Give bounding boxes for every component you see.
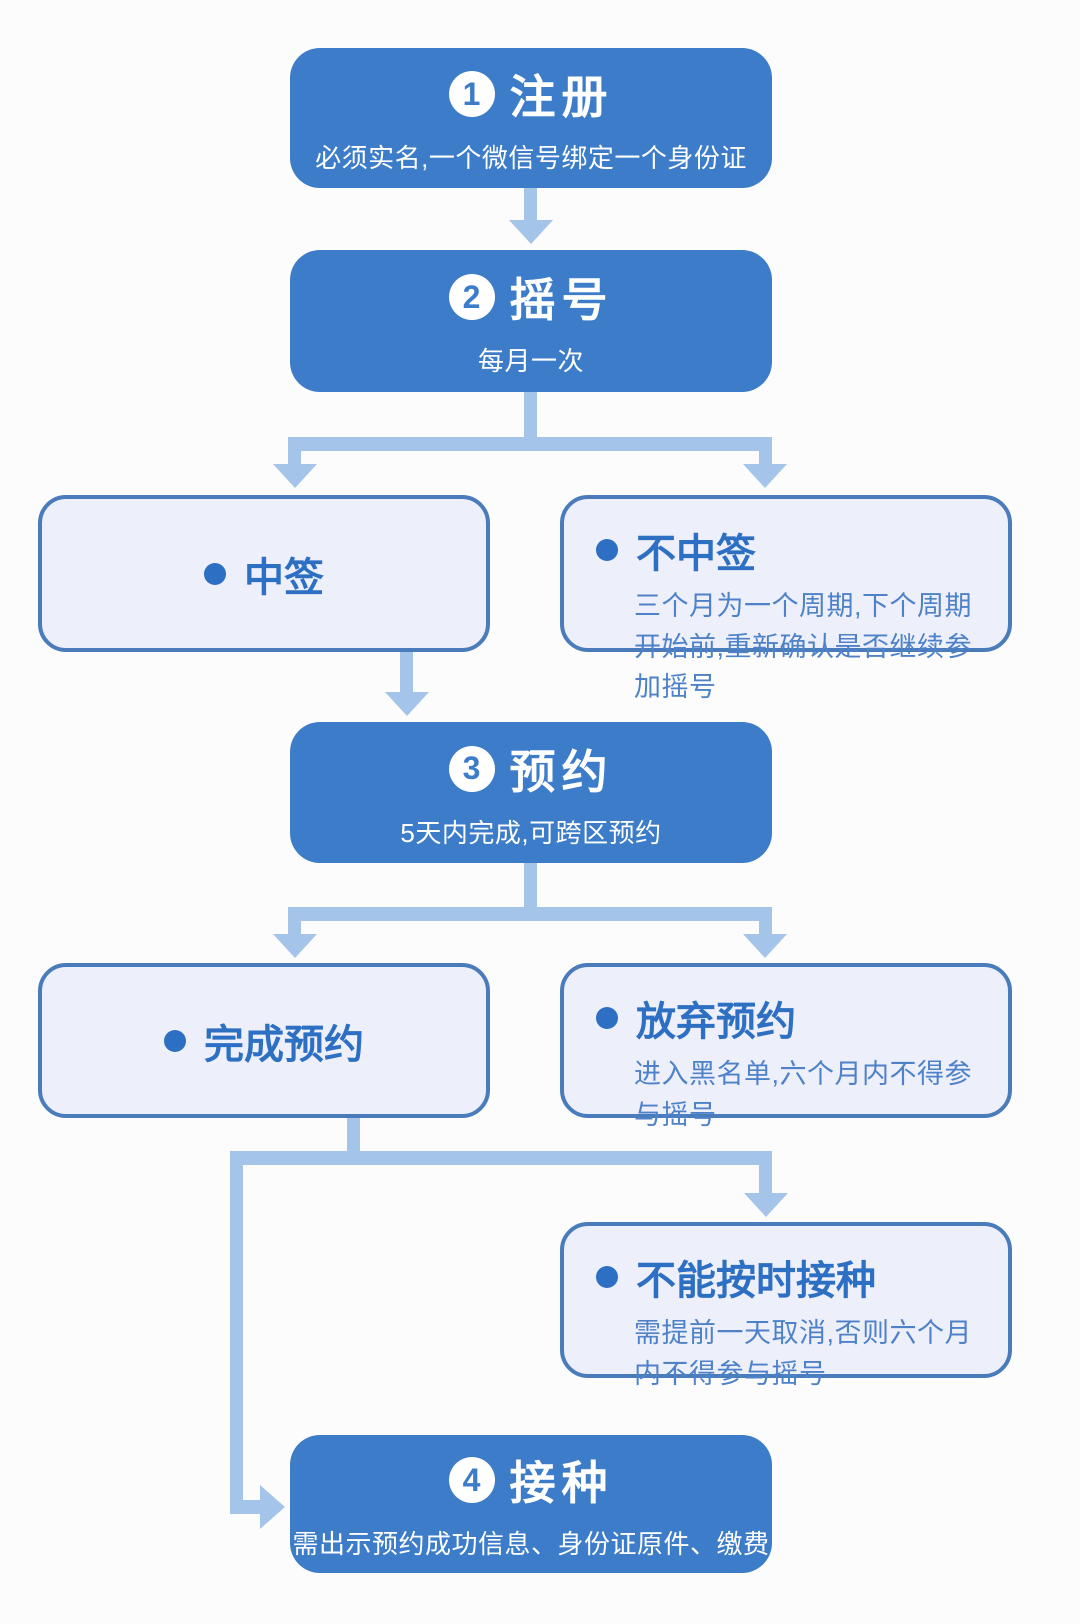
step-number-badge-2: 2 [448,274,495,320]
branch-booking-right-head [743,934,787,958]
branch-booking-left-head [273,934,317,958]
arrow-win-to-booking-stem [400,652,413,694]
branch-booked-stem [347,1118,360,1152]
step-number-badge-4: 4 [448,1457,495,1503]
outcome-note-late: 需提前一天取消,否则六个月内不得参与摇号 [634,1318,973,1389]
branch-booked-right-drop [759,1164,772,1195]
outcome-title-lose: 不中签 [636,532,756,576]
step-number-badge-3: 3 [448,745,495,792]
outcome-title-late: 不能按时接种 [636,1259,876,1303]
outcome-title-booked: 完成预约 [204,1022,364,1067]
bullet-icon [204,562,226,585]
branch-lottery-right-drop [759,450,772,466]
outcome-title-win: 中签 [244,555,324,600]
step-box-register: 1 注册 必须实名,一个微信号绑定一个身份证 [290,48,772,188]
step-note-booking: 5天内完成,可跨区预约 [400,817,662,848]
step-note-register: 必须实名,一个微信号绑定一个身份证 [315,143,747,173]
bullet-icon [596,1266,618,1288]
step-title-row: 3 预约 [448,736,614,802]
step-title-register: 注册 [509,71,614,123]
branch-booked-bar [230,1151,772,1165]
step-box-booking: 3 预约 5天内完成,可跨区预约 [290,722,772,863]
outcome-box-late: 不能按时接种 需提前一天取消,否则六个月内不得参与摇号 [560,1222,1012,1389]
outcome-box-booked: 完成预约 [38,963,490,1118]
outcome-box-lose: 不中签 三个月为一个周期,下个周期开始前,重新确认是否继续参加摇号 [560,495,1012,702]
bullet-icon [164,1029,186,1052]
outcome-title-row: 完成预约 [164,1012,364,1070]
step-box-lottery: 2 摇号 每月一次 [290,250,772,392]
step-title-row: 4 接种 [448,1447,614,1513]
step-box-vaccinate: 4 接种 需出示预约成功信息、身份证原件、缴费 [290,1435,772,1573]
step-title-row: 1 注册 [448,61,614,127]
bullet-icon [596,1007,618,1029]
branch-booking-right-drop [759,920,772,936]
step-title-vaccinate: 接种 [509,1457,614,1509]
outcome-box-abandon: 放弃预约 进入黑名单,六个月内不得参与摇号 [560,963,1012,1130]
outcome-title-abandon: 放弃预约 [636,1000,796,1044]
arrow-win-to-booking-head [385,692,429,716]
branch-booked-left-line [230,1151,243,1514]
arrow-register-to-lottery-head [509,220,553,244]
branch-booked-right-head [744,1193,788,1217]
step-title-booking: 预约 [509,745,614,798]
arrow-into-vaccinate-head [260,1485,285,1529]
branch-lottery-left-drop [288,450,301,466]
branch-booking-bar [288,907,772,921]
branch-booked-bottom-bar [230,1500,262,1514]
branch-booking-stem [524,863,537,908]
outcome-title-row: 不中签 [596,521,986,579]
step-number-badge-1: 1 [448,71,495,117]
arrow-register-to-lottery-stem [524,188,537,222]
step-note-lottery: 每月一次 [477,346,584,376]
outcome-box-win: 中签 [38,495,490,652]
step-title-lottery: 摇号 [509,274,614,326]
outcome-note-lose: 三个月为一个周期,下个周期开始前,重新确认是否继续参加摇号 [634,591,973,702]
branch-lottery-right-head [743,464,787,488]
outcome-title-row: 不能按时接种 [596,1248,986,1306]
outcome-note-abandon: 进入黑名单,六个月内不得参与摇号 [634,1059,973,1130]
branch-lottery-bar [288,437,772,451]
bullet-icon [596,539,618,561]
step-note-vaccinate: 需出示预约成功信息、身份证原件、缴费 [292,1529,770,1559]
branch-lottery-stem [524,392,537,438]
outcome-title-row: 放弃预约 [596,989,986,1047]
step-title-row: 2 摇号 [448,264,614,330]
branch-lottery-left-head [273,464,317,488]
outcome-title-row: 中签 [204,545,324,603]
branch-booking-left-drop [288,920,301,936]
